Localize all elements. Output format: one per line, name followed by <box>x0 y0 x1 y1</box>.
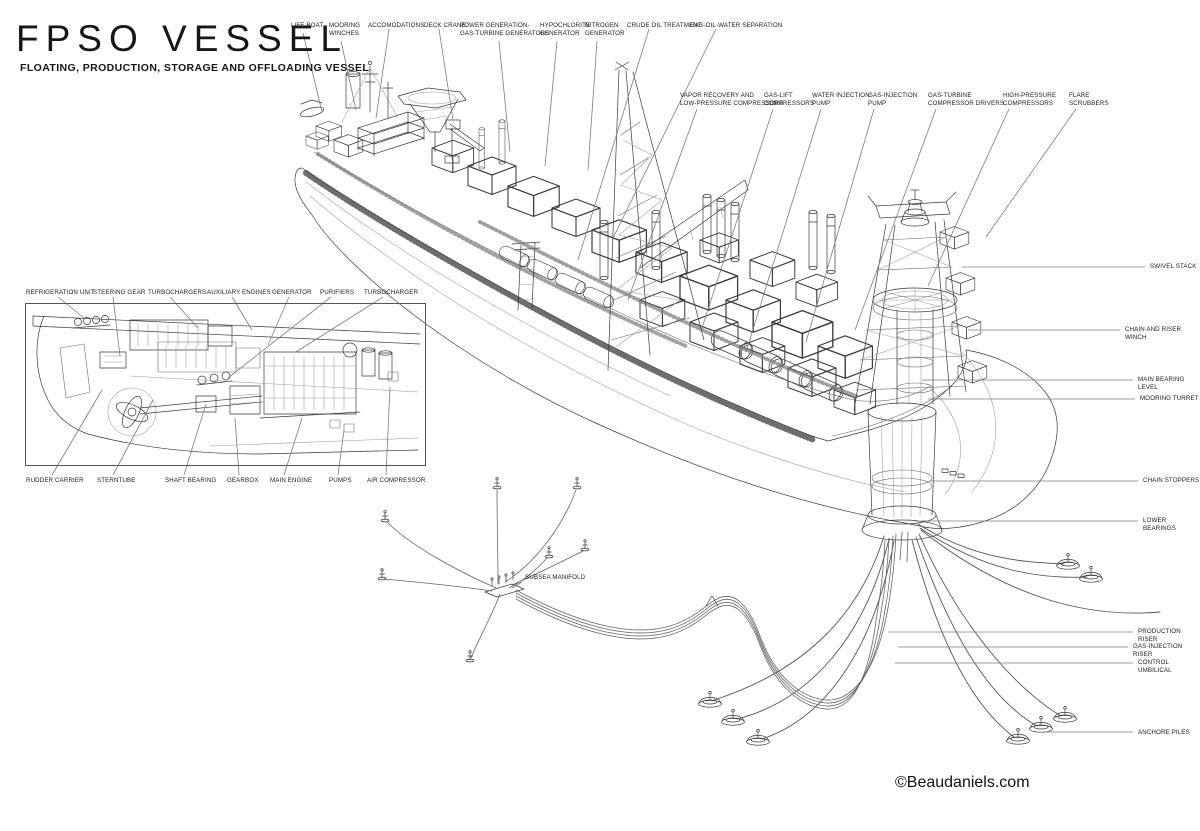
lifeboat-icon <box>299 99 325 118</box>
callout-gas-injection-riser: GAS-INJECTION RISER <box>1133 643 1183 659</box>
title-subtitle: FLOATING, PRODUCTION, STORAGE AND OFFLOA… <box>20 62 370 74</box>
turret-assembly <box>853 189 988 541</box>
callout-shaft-bearing: SHAFT BEARING <box>165 477 217 484</box>
leader-gas-oil-water-separation <box>611 28 717 241</box>
leader-gas-lift-compressors <box>701 108 774 329</box>
callout-rudder-carrier: RUDDER CARRIER <box>26 477 84 484</box>
callout-chain-and-riser-winch: CHAIN AND RISER WINCH <box>1125 326 1182 342</box>
callout-main-engine: MAIN ENGINE <box>270 477 313 484</box>
callout-main-bearing-level: MAIN BEARING LEVEL <box>1138 376 1185 392</box>
callout-hypochlorite-generator: HYPOCHLORITE GENERATOR <box>540 22 591 38</box>
draft-marks <box>941 468 965 478</box>
leader-accomodations <box>375 28 390 119</box>
leader-flare-scrubbers <box>985 108 1077 238</box>
leader-vapor-recovery-low-pressure-compressors <box>627 108 698 301</box>
callout-gearbox: GEARBOX <box>227 477 259 484</box>
callout-gas-oil-water-separation: GAS-OIL-WATER SEPARATION <box>690 22 783 29</box>
callout-nitrogen-generator: NITROGEN GENERATOR <box>585 22 625 38</box>
chain-riser-winches <box>939 226 988 384</box>
callout-water-injection-pump: WATER INJECTION PUMP <box>812 92 870 108</box>
swivel-stack-icon <box>900 189 930 227</box>
callout-power-generation-gas-turbine-generators: POWER GENERATION- GAS-TURBINE GENERATORS <box>460 22 550 38</box>
callout-life-boat: LIFE BOAT <box>291 22 324 29</box>
leader-deck-crane <box>438 28 454 121</box>
riser-bundle <box>515 531 909 710</box>
leader-high-pressure-compressors <box>927 108 1010 287</box>
leader-gas-injection-pump <box>805 108 875 343</box>
wellhead-icons <box>377 477 590 663</box>
callout-refrigeration-unit: REFRIGERATION UNIT <box>26 289 95 296</box>
leader-water-injection-pump <box>745 108 822 353</box>
callout-high-pressure-compressors: HIGH-PRESSURE COMPRESSORS <box>1003 92 1057 108</box>
title-main: FPSO VESSEL <box>16 18 348 59</box>
callout-gas-injection-pump: GAS-INJECTION PUMP <box>868 92 918 108</box>
callout-sterntube: STERNTUBE <box>97 477 136 484</box>
helideck <box>397 87 467 153</box>
deck-modules <box>431 119 877 416</box>
callout-deck-crane: DECK CRANE <box>424 22 466 29</box>
engine-room-inset-frame <box>25 303 426 466</box>
callout-pumps: PUMPS <box>329 477 352 484</box>
callout-flare-scrubbers: FLARE SCRUBBERS <box>1069 92 1109 108</box>
callout-steering-gear: STEERING GEAR <box>93 289 146 296</box>
callout-mooring-winches: MOORING WINCHES <box>329 22 361 38</box>
superstructure <box>299 61 541 311</box>
page-title: FPSO VESSEL FLOATING, PRODUCTION, STORAG… <box>16 18 369 74</box>
callout-subsea-manifold: SUBSEA MANIFOLD <box>525 574 586 581</box>
callout-air-compressor: AIR COMPRESSOR <box>367 477 426 484</box>
callout-production-riser: PRODUCTION RISER <box>1138 628 1181 644</box>
callout-auxiliary-engines: AUXILIARY ENGINES <box>207 289 271 296</box>
leader-crude-oil-treatment <box>577 28 650 261</box>
callout-mooring-turret: MOORING TURRET <box>1140 395 1199 402</box>
callout-chain-stoppers: CHAIN STOPPERS <box>1143 477 1200 484</box>
callout-lower-bearings: LOWER BEARINGS <box>1143 517 1176 533</box>
callout-purifiers: PURIFIERS <box>320 289 355 296</box>
callout-gas-turbine-compressor-drivers: GAS-TURBINE COMPRESSOR DRIVERS <box>928 92 1005 108</box>
callout-vapor-recovery-low-pressure-compressors: VAPOR RECOVERY AND LOW-PRESSURE COMPRESS… <box>680 92 784 108</box>
callout-turbocharger: TURBOCHARGER <box>364 289 419 296</box>
callout-turbochargers: TURBOCHARGERS <box>148 289 207 296</box>
callout-anchore-piles: ANCHORE PILES <box>1138 729 1190 736</box>
seabed-system <box>377 477 1161 746</box>
callout-gas-lift-compressors: GAS-LIFT COMPRESSORS <box>764 92 815 108</box>
callout-swivel-stack: SWIVEL STACK <box>1150 263 1197 270</box>
accommodation-block <box>357 111 425 157</box>
callout-generator: GENERATOR <box>272 289 312 296</box>
callout-crude-oil-treatment: CRUDE OIL TREATMENT <box>627 22 702 29</box>
anchor-pile-icons <box>698 553 1103 746</box>
subsea-manifold-structure <box>484 571 525 598</box>
leader-power-generation-gas-turbine-generators <box>498 40 511 153</box>
copyright-credit: ©Beaudaniels.com <box>895 774 1030 791</box>
callout-accomodations: ACCOMODATIONS <box>368 22 425 29</box>
deck-crane-structure <box>444 119 485 164</box>
callout-control-umbilical: CONTROL UMBILICAL <box>1138 659 1172 675</box>
leader-gas-turbine-compressor-drivers <box>854 108 937 331</box>
leader-subsea-manifold <box>511 581 523 589</box>
leader-nitrogen-generator <box>587 40 598 171</box>
leader-hypochlorite-generator <box>544 40 558 167</box>
